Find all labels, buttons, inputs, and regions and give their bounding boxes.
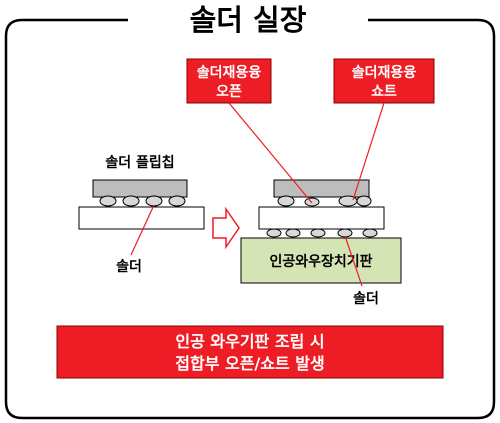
left-solder-leader xyxy=(130,204,155,256)
open-leader xyxy=(228,102,313,204)
page-title: 솔더 실장 xyxy=(190,3,307,37)
banner-line2: 접합부 오픈/쇼트 발생 xyxy=(175,354,324,373)
banner-line1: 인공 와우기판 조립 시 xyxy=(175,332,324,351)
right-solder-label: 솔더 xyxy=(353,291,379,307)
callout-short-line2: 쇼트 xyxy=(371,84,397,100)
substrate-label: 인공와우장치기판 xyxy=(269,253,372,270)
right-interposer xyxy=(258,206,385,230)
right-flipchip xyxy=(273,179,370,198)
left-solder-bump xyxy=(122,195,140,207)
right-substrate xyxy=(240,237,402,284)
right-lower-bumps xyxy=(266,228,378,238)
right-upper-bump xyxy=(356,195,372,207)
process-arrow xyxy=(212,206,240,250)
right-upper-bump xyxy=(277,195,295,207)
callout-open-line2: 오픈 xyxy=(216,84,242,100)
right-lower-bump xyxy=(337,228,353,238)
left-chip-label: 솔더 플립칩 xyxy=(105,154,174,171)
outer-frame xyxy=(4,18,496,420)
left-solder-label: 솔더 xyxy=(116,259,142,275)
left-solder-bump xyxy=(145,195,163,207)
callout-open-line1: 솔더재용융 xyxy=(197,65,262,81)
right-lower-bump xyxy=(285,228,301,238)
left-solder-bumps xyxy=(99,195,186,207)
result-banner xyxy=(56,325,444,379)
right-solder-leader xyxy=(344,235,363,287)
callout-short-box xyxy=(333,58,435,104)
callout-short-line1: 솔더재용융 xyxy=(352,65,417,81)
right-lower-bump xyxy=(310,228,326,238)
right-lower-bump xyxy=(266,228,282,238)
short-leader xyxy=(352,102,385,201)
left-base xyxy=(78,206,205,230)
left-flipchip xyxy=(92,179,188,198)
right-upper-bump xyxy=(304,197,320,207)
right-lower-bump xyxy=(362,228,378,238)
left-solder-bump xyxy=(168,195,186,207)
right-upper-bumps xyxy=(277,195,372,207)
left-solder-bump xyxy=(99,195,117,207)
